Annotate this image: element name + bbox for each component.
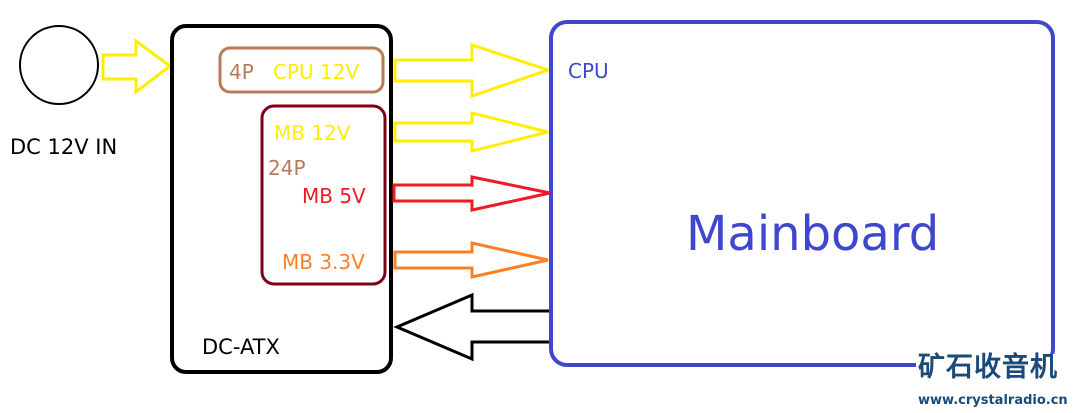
mb-5v-label: MB 5V: [302, 184, 366, 208]
watermark-logo-text: 矿石收音机: [916, 352, 1060, 383]
mainboard-box: [549, 20, 1055, 367]
mb-3v3-label: MB 3.3V: [282, 250, 365, 274]
mb-24p-connector: [260, 104, 387, 286]
dc-atx-label: DC-ATX: [202, 335, 280, 359]
mb-5v-arrow: [392, 175, 551, 212]
input-arrow: [101, 38, 173, 96]
dc-input-jack: [19, 25, 99, 105]
watermark-url: www.crystalradio.cn: [918, 393, 1068, 408]
mb-12v-label: MB 12V: [274, 121, 351, 145]
cpu-4p-connector: [218, 46, 385, 94]
cpu-12v-arrow: [393, 42, 553, 99]
return-arrow: [393, 292, 551, 362]
mb-12v-arrow: [393, 111, 549, 153]
dc-atx-box: [170, 24, 393, 374]
cpu-12v-label: CPU 12V: [273, 60, 360, 84]
mb-connector-pin-label: 24P: [268, 156, 306, 180]
mainboard-cpu-label: CPU: [568, 59, 609, 83]
mainboard-label: Mainboard: [686, 206, 940, 262]
cpu-connector-pin-label: 4P: [229, 60, 254, 84]
dc-input-label: DC 12V IN: [10, 135, 118, 159]
mb-3v3-arrow: [393, 241, 549, 279]
